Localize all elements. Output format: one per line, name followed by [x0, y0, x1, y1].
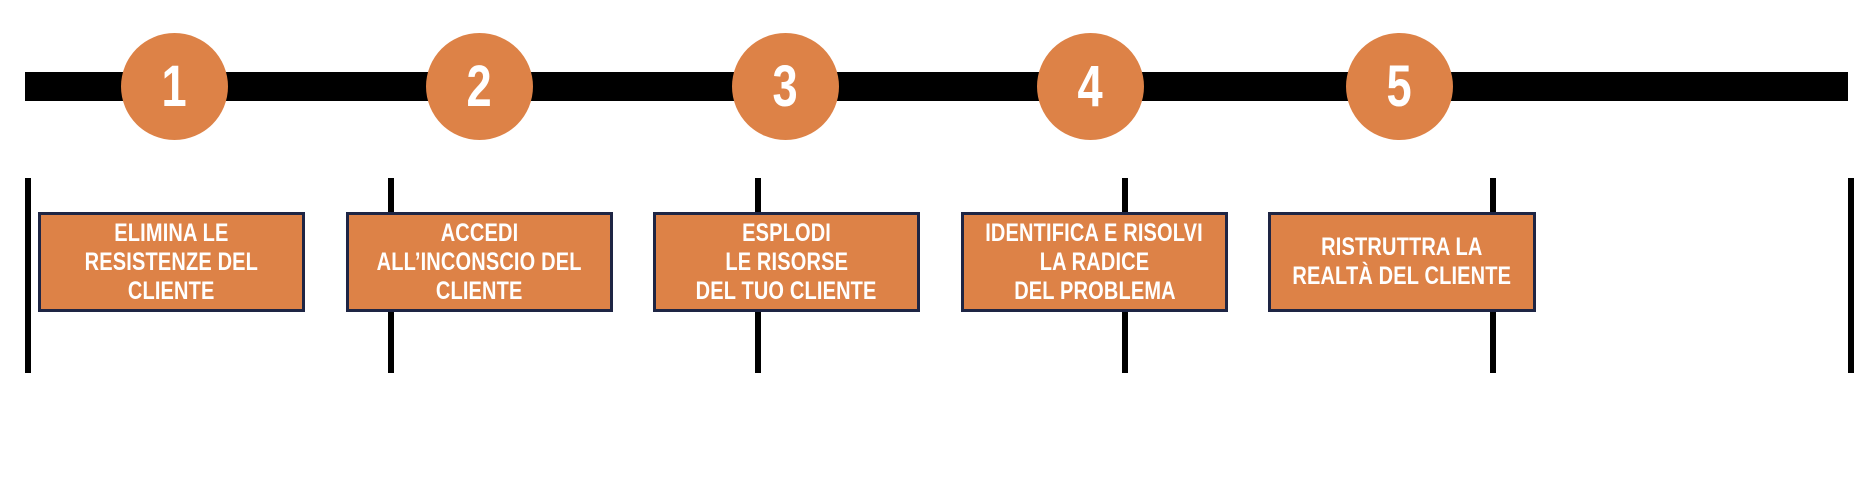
step-number-3: 3 [772, 53, 799, 119]
step-node-4[interactable]: 4 [1037, 33, 1144, 140]
step-card-3-line-3: DEL TUO CLIENTE [696, 276, 877, 305]
step-card-2-line-2: ALL’INCONSCIO DEL [377, 247, 582, 276]
step-number-5: 5 [1386, 53, 1413, 119]
timeline-rail [25, 72, 1848, 101]
step-card-1[interactable]: ELIMINA LE RESISTENZE DEL CLIENTE [38, 212, 305, 312]
step-node-1[interactable]: 1 [121, 33, 228, 140]
step-card-4[interactable]: IDENTIFICA E RISOLVI LA RADICE DEL PROBL… [961, 212, 1228, 312]
step-card-4-line-3: DEL PROBLEMA [1013, 276, 1176, 305]
step-card-3-line-2: LE RISORSE [725, 247, 848, 276]
step-card-5-line-1: RISTRUTTRA LA [1321, 233, 1483, 261]
step-number-4: 4 [1077, 53, 1104, 119]
step-node-5[interactable]: 5 [1346, 33, 1453, 140]
step-card-1-line-2: RESISTENZE DEL [84, 247, 259, 276]
separator-tick-1 [25, 178, 31, 373]
step-number-1: 1 [161, 53, 188, 119]
step-card-2-line-3: CLIENTE [436, 276, 523, 305]
step-card-3-line-1: ESPLODI [742, 218, 831, 247]
step-card-2[interactable]: ACCEDI ALL’INCONSCIO DEL CLIENTE [346, 212, 613, 312]
step-node-2[interactable]: 2 [426, 33, 533, 140]
step-card-5-line-2: REALTÀ DEL CLIENTE [1292, 262, 1512, 290]
separator-tick-6 [1848, 178, 1854, 373]
step-node-3[interactable]: 3 [732, 33, 839, 140]
step-number-2: 2 [466, 53, 493, 119]
step-card-4-line-2: LA RADICE [1039, 247, 1150, 276]
step-card-5[interactable]: RISTRUTTRA LA REALTÀ DEL CLIENTE [1268, 212, 1536, 312]
step-card-4-line-1: IDENTIFICA E RISOLVI [985, 218, 1204, 247]
step-card-3[interactable]: ESPLODI LE RISORSE DEL TUO CLIENTE [653, 212, 920, 312]
step-card-1-line-3: CLIENTE [128, 276, 215, 305]
step-card-1-line-1: ELIMINA LE [114, 218, 229, 247]
step-card-2-line-1: ACCEDI [440, 218, 519, 247]
